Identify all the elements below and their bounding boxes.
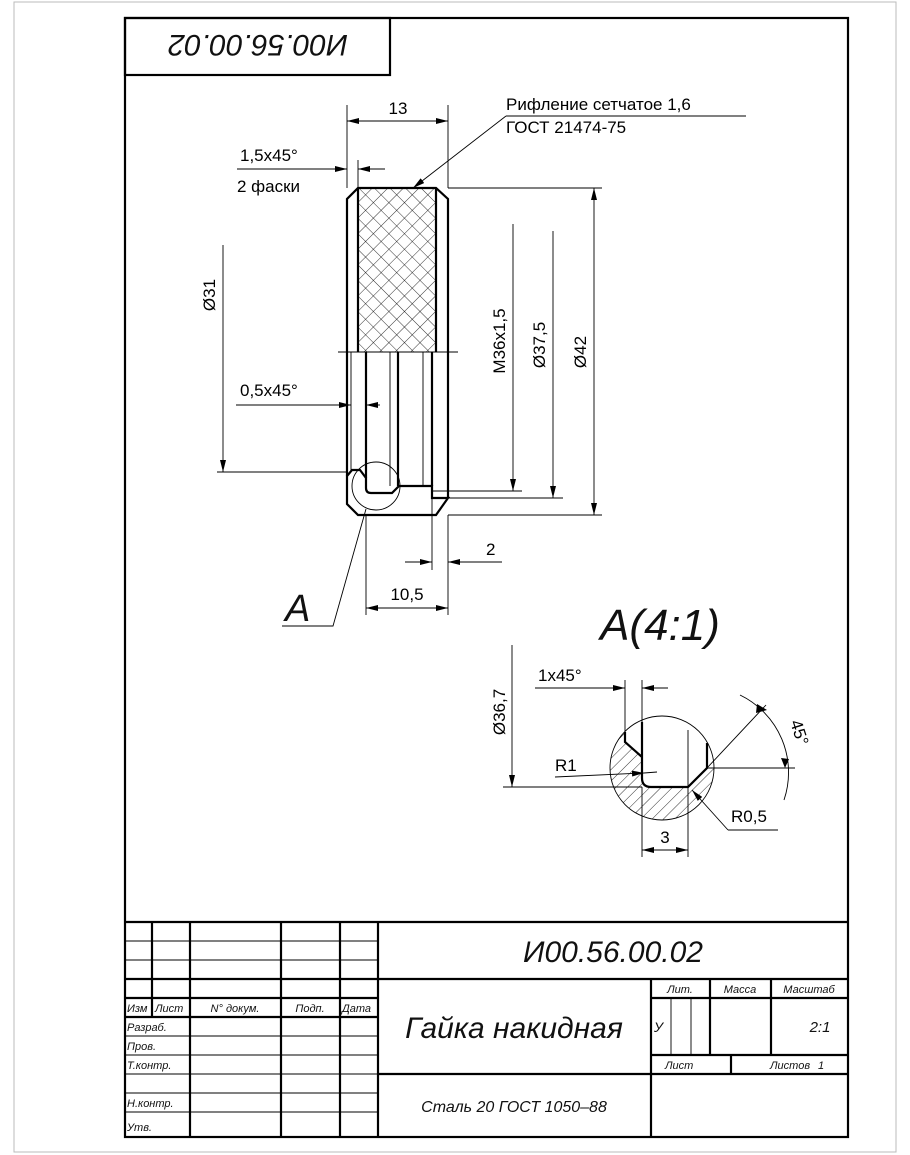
part-outline-top xyxy=(345,186,450,352)
svg-text:45°: 45° xyxy=(786,717,812,747)
sheets-label: Листов xyxy=(769,1060,810,1072)
header-date: Дата xyxy=(340,1003,371,1015)
bore-lines xyxy=(345,352,450,498)
svg-text:0,5x45°: 0,5x45° xyxy=(240,381,298,400)
header-izm: Изм xyxy=(127,1003,148,1015)
role-developer: Разраб. xyxy=(127,1022,167,1034)
dim-chamfer-inner: 0,5x45° xyxy=(236,381,380,408)
dim-chamfer-outer: 1,5x45° 2 фаски xyxy=(237,146,385,196)
dim-diameter-37-5: Ø37,5 xyxy=(432,231,563,499)
header-sign: Подп. xyxy=(295,1003,324,1015)
svg-text:Ø36,7: Ø36,7 xyxy=(490,689,509,735)
dim-10-5: 10,5 xyxy=(365,515,448,615)
svg-text:Ø37,5: Ø37,5 xyxy=(530,322,549,368)
drawing-frame xyxy=(123,16,850,1139)
svg-text:1,5x45°: 1,5x45° xyxy=(240,146,298,165)
svg-text:Ø31: Ø31 xyxy=(200,279,219,311)
title-designation: И00.56.00.02 xyxy=(523,936,703,969)
mass-label: Масса xyxy=(724,984,757,996)
dim-3: 3 xyxy=(642,828,688,853)
scale-value: 2:1 xyxy=(809,1019,831,1036)
svg-text:13: 13 xyxy=(389,99,408,118)
role-checker: Пров. xyxy=(127,1041,156,1053)
svg-text:2 фаски: 2 фаски xyxy=(237,177,300,196)
detail-view-a: A(4:1) Ø36,7 1x45° R1 xyxy=(490,601,812,857)
dim-r0-5: R0,5 xyxy=(691,789,778,831)
header-doc-no: N° докум. xyxy=(211,1003,260,1015)
dim-2: 2 xyxy=(405,498,502,615)
svg-text:R0,5: R0,5 xyxy=(731,807,767,826)
title-block: Изм Лист N° докум. Подп. Дата Разраб. Пр… xyxy=(125,920,848,1137)
page-border xyxy=(13,1,897,1153)
sheet-label: Лист xyxy=(664,1060,693,1072)
role-tech-control: Т.контр. xyxy=(127,1060,171,1072)
dim-diameter-31: Ø31 xyxy=(200,245,347,473)
main-view: A Рифление сетчатое 1,6 ГОСТ 21474-75 13… xyxy=(200,95,746,630)
knurl-leader xyxy=(412,115,507,189)
detail-a-leader xyxy=(282,508,367,627)
svg-text:2: 2 xyxy=(486,540,495,559)
dim-diameter-36-7: Ø36,7 xyxy=(490,645,642,788)
title-material: Сталь 20 ГОСТ 1050–88 xyxy=(421,1099,607,1116)
scale-label: Масштаб xyxy=(783,984,835,996)
dim-thread: M36x1,5 xyxy=(432,224,522,492)
detail-title: A(4:1) xyxy=(597,601,720,650)
svg-text:Ø42: Ø42 xyxy=(571,336,590,368)
knurl-note-line2: ГОСТ 21474-75 xyxy=(506,118,626,137)
svg-text:3: 3 xyxy=(660,828,669,847)
lit-label: Лит. xyxy=(666,984,693,996)
role-approved: Утв. xyxy=(126,1122,152,1134)
section-wall xyxy=(345,468,451,517)
knurl-area xyxy=(358,188,436,352)
detail-a-marker-circle xyxy=(351,461,401,511)
section-label-a: A xyxy=(283,588,310,630)
stamp-text: И00.56.00.02 xyxy=(168,28,348,61)
knurl-note-line1: Рифление сетчатое 1,6 xyxy=(506,95,691,114)
dim-diameter-42: Ø42 xyxy=(448,187,602,516)
svg-text:1x45°: 1x45° xyxy=(538,666,582,685)
role-norm-control: Н.контр. xyxy=(127,1098,174,1110)
svg-text:10,5: 10,5 xyxy=(390,585,423,604)
dim-width-13: 13 xyxy=(346,99,449,188)
detail-hatch xyxy=(610,716,714,820)
dim-r1: R1 xyxy=(554,756,658,778)
svg-text:R1: R1 xyxy=(555,756,577,775)
detail-contour-left xyxy=(623,722,709,789)
designation-stamp: И00.56.00.02 xyxy=(123,16,392,77)
sheets-value: 1 xyxy=(818,1060,824,1072)
title-part-name: Гайка накидная xyxy=(405,1012,623,1045)
lit-value: У xyxy=(653,1019,665,1035)
svg-text:M36x1,5: M36x1,5 xyxy=(490,308,509,373)
dim-angle-45: 45° xyxy=(706,694,812,801)
revision-grid xyxy=(125,922,380,1137)
header-list: Лист xyxy=(154,1003,183,1015)
dim-detail-chamfer: 1x45° xyxy=(535,666,668,732)
